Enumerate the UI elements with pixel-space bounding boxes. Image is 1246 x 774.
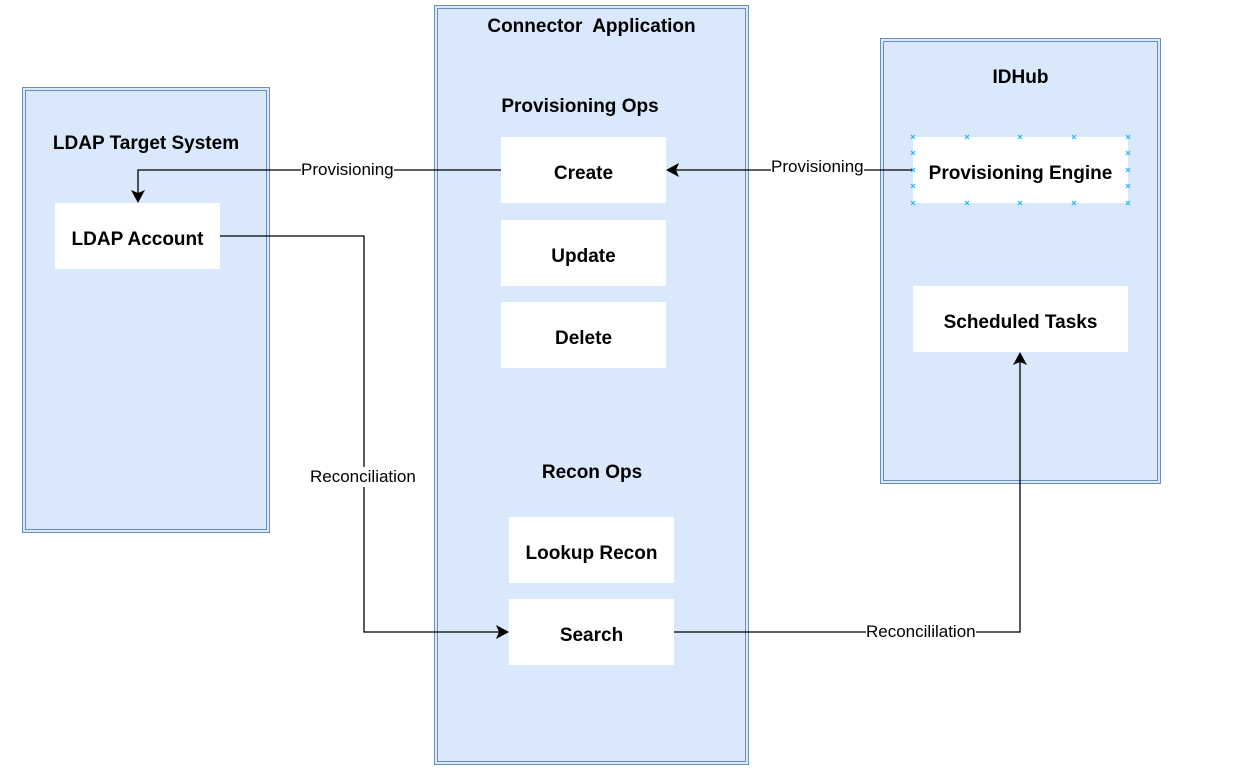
scheduled-tasks-box[interactable]: Scheduled Tasks (913, 286, 1128, 352)
connector-application-title: Connector Application (487, 16, 696, 37)
create-box[interactable]: Create (501, 137, 666, 203)
ldap-account-box[interactable]: LDAP Account (55, 203, 220, 269)
edge-label-reconciliation-left: Reconciliation (310, 467, 416, 487)
recon-ops-label: Recon Ops (541, 462, 643, 483)
provisioning-engine-box[interactable]: Provisioning Engine (913, 137, 1128, 203)
idhub-title: IDHub (992, 67, 1049, 88)
search-box[interactable]: Search (509, 599, 674, 665)
arrowhead-ldap-account (131, 190, 145, 203)
delete-box[interactable]: Delete (501, 302, 666, 368)
edge-search-to-scheduled-tasks[interactable] (674, 362, 1021, 633)
provisioning-ops-label: Provisioning Ops (501, 96, 659, 117)
edge-label-provisioning-left: Provisioning (301, 160, 394, 180)
edge-label-reconciliation-right: Reconcililation (866, 622, 976, 642)
ldap-target-system-title: LDAP Target System (52, 133, 240, 154)
arrowhead-create (666, 163, 679, 177)
ldap-target-system-container[interactable]: LDAP Target System (22, 87, 270, 533)
lookup-recon-box[interactable]: Lookup Recon (509, 517, 674, 583)
edge-ldap-account-to-search[interactable] (220, 235, 499, 633)
arrowhead-search (496, 625, 509, 639)
selection-handles (910, 134, 1131, 206)
edge-label-provisioning-right: Provisioning (771, 157, 864, 177)
update-box[interactable]: Update (501, 220, 666, 286)
arrowhead-scheduled-tasks (1013, 352, 1027, 365)
